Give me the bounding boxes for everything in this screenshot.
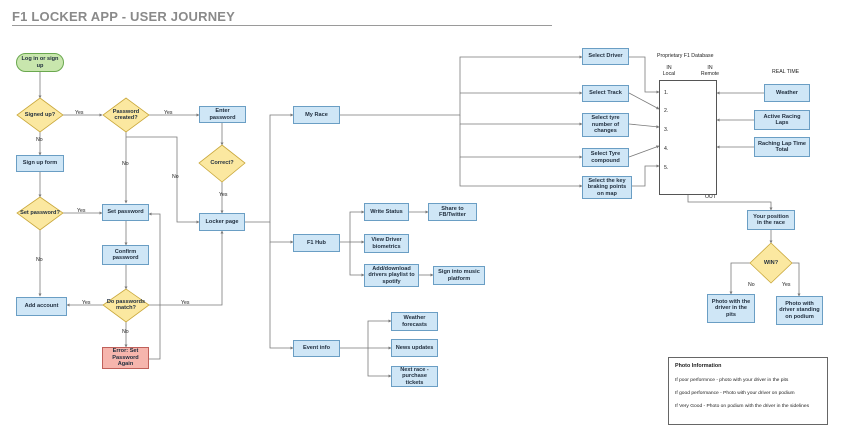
edge-event-nextrace	[367, 348, 392, 378]
edge-myrace-changes	[459, 115, 583, 126]
edge-label-yes: Yes	[181, 300, 190, 306]
edge-error-setpassword	[148, 212, 161, 360]
win-label: WIN?	[763, 259, 779, 266]
decision-correct	[198, 144, 246, 183]
select-track-node[interactable]: Select Track	[582, 85, 629, 102]
photo-information-line: If good performance - Photo with your dr…	[675, 391, 795, 396]
edge-pwcreated-locker	[126, 136, 200, 224]
select-driver-node[interactable]: Select Driver	[582, 48, 629, 65]
decision-password-created	[102, 97, 150, 133]
edge-label-no: No	[36, 257, 43, 263]
decision-signed-up	[16, 97, 64, 133]
write-status-node[interactable]: Write Status	[364, 203, 409, 221]
add-download-playlist-node[interactable]: Add/download drivers playlist to spotify	[364, 264, 419, 287]
database-title: Proprietary F1 Database	[657, 53, 714, 59]
share-node[interactable]: Share to FB/Twitter	[428, 203, 477, 221]
racing-lap-time-node[interactable]: Raching Lap Time Total	[754, 137, 810, 157]
edge-driver-db	[629, 56, 660, 94]
edge-compound-db	[628, 145, 660, 158]
set-password-question-label: Set password?	[20, 209, 60, 216]
edge-label-yes: Yes	[82, 300, 91, 306]
decision-win	[749, 242, 793, 284]
database-row: 5.	[664, 165, 669, 171]
edge-myrace-braking	[459, 157, 583, 188]
title-divider	[12, 25, 552, 26]
edge-label-no: No	[748, 282, 755, 288]
edge-label-out: OUT	[705, 194, 716, 200]
edge-label-no: No	[122, 329, 129, 335]
edge-label-no: No	[36, 137, 43, 143]
photo-podium-node[interactable]: Photo with driver standing on podium	[776, 296, 823, 325]
select-tyre-compound-node[interactable]: Select Tyre compound	[582, 148, 629, 167]
photo-information-line: If poor performnce - photo with your dri…	[675, 378, 789, 383]
my-race-node[interactable]: My Race	[293, 106, 340, 124]
edge-locker-myrace	[245, 113, 294, 223]
edge-label-yes: Yes	[75, 110, 84, 116]
add-account-node[interactable]: Add account	[16, 297, 67, 316]
edge-label-yes: Yes	[219, 192, 228, 198]
active-racing-laps-node[interactable]: Active Racing Laps	[754, 110, 810, 130]
edge-label-no: No	[122, 161, 129, 167]
photo-pits-node[interactable]: Photo with the driver in the pits	[707, 294, 755, 323]
password-created-label: Password created?	[112, 108, 140, 121]
your-position-node[interactable]: Your position in the race	[747, 210, 795, 230]
view-driver-node[interactable]: View Driver biometrics	[364, 234, 409, 253]
database-in-local-label: IN Local	[662, 65, 676, 77]
weather-node[interactable]: Weather	[764, 84, 810, 102]
decision-passwords-match	[102, 288, 150, 323]
edge-db-position	[687, 195, 773, 211]
set-password-node[interactable]: Set password	[102, 204, 149, 221]
edge-match-yes-locker	[149, 230, 224, 306]
select-tyre-changes-node[interactable]: Select tyre number of changes	[582, 113, 629, 137]
real-time-label: REAL TIME	[772, 69, 800, 75]
event-info-node[interactable]: Event info	[293, 340, 340, 357]
edge-label-yes: Yes	[164, 110, 173, 116]
edge-hub-add	[349, 242, 365, 277]
database-row: 3.	[664, 127, 669, 133]
database-row: 2.	[664, 108, 669, 114]
edge-changes-db	[628, 123, 660, 129]
decision-set-password	[16, 196, 64, 231]
photo-information-title: Photo Information	[675, 363, 722, 369]
page-title: F1 LOCKER APP - USER JOURNEY	[12, 9, 236, 24]
sign-up-form-node[interactable]: Sign up form	[16, 155, 64, 172]
edge-win-no	[729, 262, 750, 295]
signed-up-label: Signed up?	[24, 111, 56, 118]
database-row: 1.	[664, 90, 669, 96]
edge-braking-db	[629, 164, 660, 187]
edge-label-yes: Yes	[77, 208, 86, 214]
passwords-match-label: Do passwords match?	[106, 298, 146, 311]
login-start-node[interactable]: Log in or sign up	[16, 53, 64, 72]
edge-track-db	[628, 92, 660, 110]
edge-win-yes	[792, 262, 801, 297]
correct-label: Correct?	[210, 159, 234, 166]
sign-into-music-node[interactable]: Sign into music platform	[433, 266, 485, 285]
edge-locker-f1hub	[269, 222, 294, 244]
edge-myrace-compound	[459, 124, 583, 159]
weather-forecasts-node[interactable]: Weather forecasts	[391, 312, 438, 331]
locker-page-node[interactable]: Locker page	[199, 213, 245, 231]
database-row: 4.	[664, 146, 669, 152]
news-updates-node[interactable]: News updates	[391, 339, 438, 357]
f1-hub-node[interactable]: F1 Hub	[293, 234, 340, 252]
confirm-password-node[interactable]: Confirm password	[102, 245, 149, 265]
error-set-password-node[interactable]: Error: Set Password Again	[102, 347, 149, 369]
edge-event-weather	[340, 319, 392, 349]
next-race-node[interactable]: Next race - purchase tickets	[391, 366, 438, 387]
edge-myrace-driver	[340, 55, 583, 116]
photo-information-line: If Very Good - Photo on podium with the …	[675, 404, 810, 409]
edge-locker-event	[269, 242, 294, 350]
edge-label-yes: Yes	[782, 282, 791, 288]
database-in-remote-label: IN Remote	[700, 65, 720, 77]
f1-database-node[interactable]: 1. 2. 3. 4. 5.	[659, 80, 717, 195]
select-braking-points-node[interactable]: Select the key braking points on map	[582, 176, 632, 199]
enter-password-node[interactable]: Enter password	[199, 106, 246, 123]
edge-label-no: No	[172, 174, 179, 180]
photo-information-note: Photo Information If poor performnce - p…	[668, 357, 828, 425]
edge-hub-write	[340, 210, 365, 243]
